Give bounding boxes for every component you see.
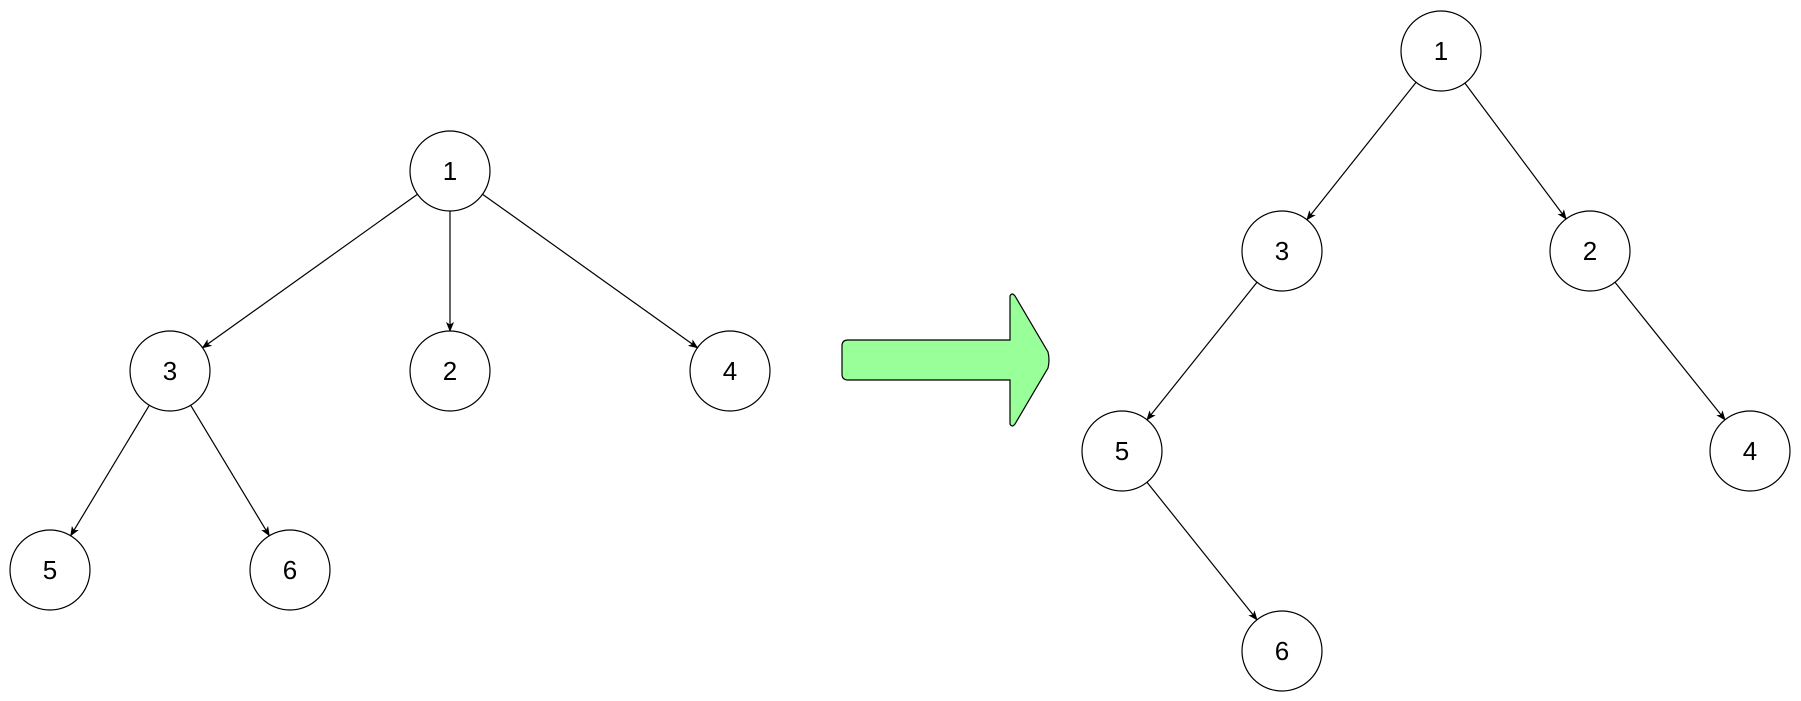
right-tree-node-label: 4 xyxy=(1743,436,1757,466)
left-tree-edge-L1-L4 xyxy=(482,193,699,349)
right-tree-edge-R2-R4 xyxy=(1614,281,1726,421)
right-tree-node-circle xyxy=(1241,610,1323,692)
left-tree-node-circle xyxy=(9,529,91,611)
left-tree-node-label: 4 xyxy=(723,356,737,386)
left-tree-node-circle xyxy=(409,130,491,212)
right-tree-node-6: 6 xyxy=(1241,610,1323,692)
right-tree-node-circle xyxy=(1081,410,1163,492)
left-tree-nodes: 1 3 2 4 5 6 xyxy=(9,130,771,611)
right-tree-node-4: 4 xyxy=(1709,410,1791,492)
left-tree-node-6: 6 xyxy=(249,529,331,611)
left-tree-edge-L3-L5 xyxy=(70,404,150,537)
right-tree-node-label: 6 xyxy=(1275,636,1289,666)
right-tree-node-5: 5 xyxy=(1081,410,1163,492)
left-tree-node-2: 2 xyxy=(409,330,491,412)
right-tree-node-1: 1 xyxy=(1400,10,1482,92)
left-tree-node-label: 1 xyxy=(443,156,457,186)
right-tree-node-circle xyxy=(1241,210,1323,292)
left-tree-node-circle xyxy=(249,529,331,611)
right-tree-edge-R5-R6 xyxy=(1146,481,1258,621)
left-tree-node-1: 1 xyxy=(409,130,491,212)
left-tree-edges xyxy=(70,193,699,537)
left-tree-node-label: 6 xyxy=(283,555,297,585)
left-tree: 1 3 2 4 5 6 xyxy=(9,130,771,611)
left-tree-node-4: 4 xyxy=(689,330,771,412)
right-tree-node-label: 1 xyxy=(1434,36,1448,66)
right-tree-node-2: 2 xyxy=(1549,210,1631,292)
right-tree-node-label: 5 xyxy=(1115,436,1129,466)
left-tree-node-label: 5 xyxy=(43,555,57,585)
right-tree-node-circle xyxy=(1709,410,1791,492)
left-tree-node-circle xyxy=(409,330,491,412)
left-tree-node-3: 3 xyxy=(129,330,211,412)
right-tree-node-circle xyxy=(1400,10,1482,92)
left-tree-node-label: 2 xyxy=(443,356,457,386)
right-tree-edge-R1-R2 xyxy=(1464,82,1567,220)
right-tree-edges xyxy=(1146,81,1726,621)
transform-arrow-icon xyxy=(841,293,1050,427)
left-tree-node-circle xyxy=(689,330,771,412)
right-tree-node-label: 2 xyxy=(1583,236,1597,266)
left-tree-node-circle xyxy=(129,330,211,412)
right-tree-node-circle xyxy=(1549,210,1631,292)
left-tree-node-5: 5 xyxy=(9,529,91,611)
right-tree-nodes: 1 3 2 5 4 6 xyxy=(1081,10,1791,692)
right-tree-node-label: 3 xyxy=(1275,236,1289,266)
right-tree: 1 3 2 5 4 6 xyxy=(1081,10,1791,692)
right-tree-edge-R3-R5 xyxy=(1146,281,1258,421)
right-tree-edge-R1-R3 xyxy=(1306,81,1417,221)
left-tree-edge-L1-L3 xyxy=(201,193,418,349)
left-tree-node-label: 3 xyxy=(163,356,177,386)
left-tree-edge-L3-L6 xyxy=(190,404,270,537)
right-tree-node-3: 3 xyxy=(1241,210,1323,292)
